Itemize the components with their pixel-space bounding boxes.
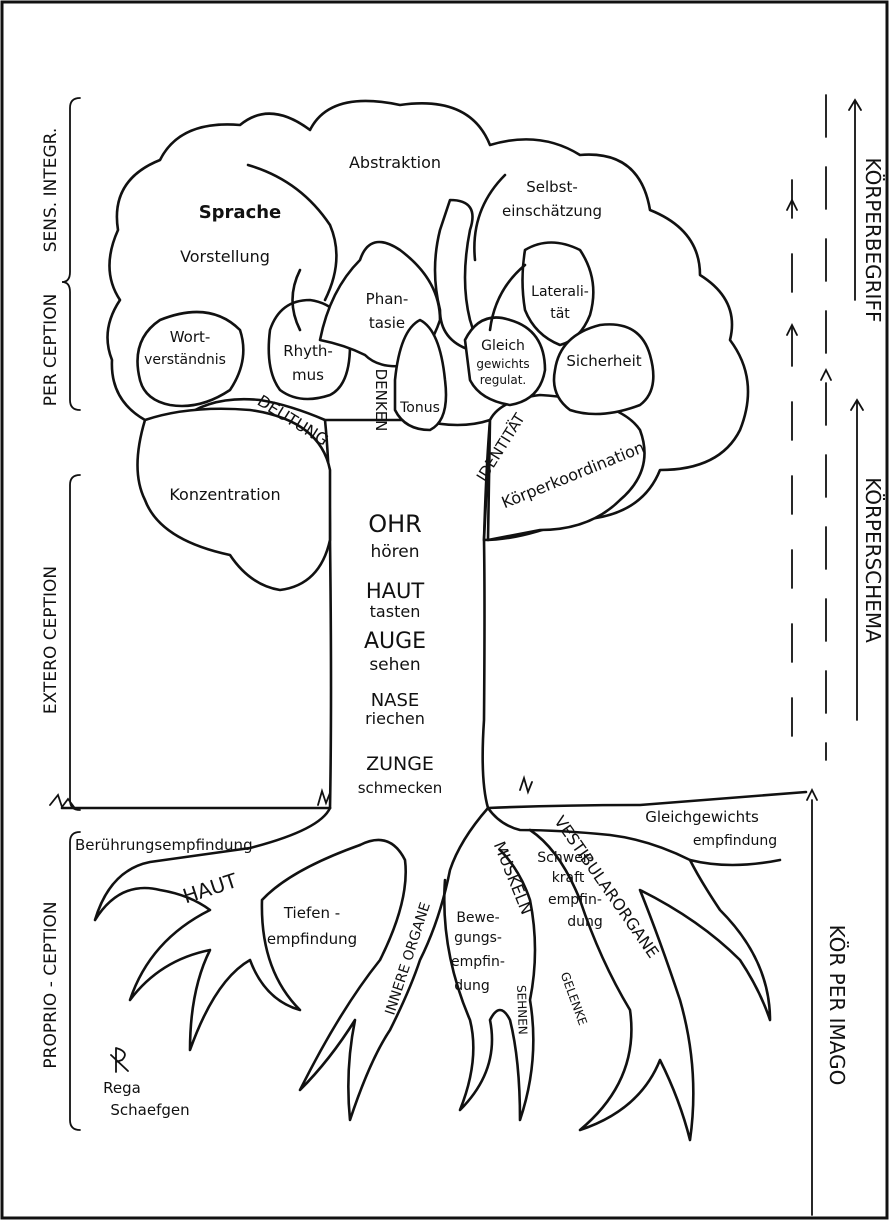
label-riechen: riechen [365,709,425,728]
label-tonus: Tonus [399,400,440,416]
label-denken: DENKEN [372,369,390,432]
label-sprache: Sprache [199,202,282,223]
label-phantasie-1: Phan- [366,290,409,308]
label-koerperschema: KÖRPERSCHEMA [861,477,885,643]
label-rhythmus-2: mus [292,366,324,384]
label-proprioception: PROPRIO - CEPTION [41,901,61,1068]
label-rhythmus-1: Rhyth- [283,342,333,360]
label-schwer-4: dung [567,914,603,930]
label-gleich-3: regulat. [480,373,526,387]
label-sehnen: SEHNEN [514,985,530,1035]
label-auge: AUGE [364,629,426,654]
label-nase: NASE [371,690,420,711]
signature-monogram [110,1047,129,1073]
label-gleich-2: gewichts [476,357,529,371]
label-schwer-3: empfin- [548,892,602,908]
right-arrows [786,94,864,1216]
label-bewegung-3: empfin- [451,954,505,970]
tree-roots [93,806,782,1142]
label-selbst-2: einschätzung [502,202,602,220]
label-bewegung-4: dung [454,978,490,994]
left-brackets [61,97,81,1131]
label-gleich-1: Gleich [481,338,525,354]
label-sicherheit: Sicherheit [566,352,641,370]
label-sehen: sehen [369,655,420,675]
label-gleichgew-1: Gleichgewichts [645,808,759,826]
label-phantasie-2: tasie [369,314,405,332]
label-bewegung-2: gungs- [454,930,502,946]
label-zunge: ZUNGE [366,753,434,775]
label-lateralitaet-1: Laterali- [531,284,589,300]
signature-line1: Rega [103,1079,141,1097]
label-exteroception: EXTERO CEPTION [41,566,61,714]
label-bewegung-1: Bewe- [456,910,499,926]
crown-lobes [136,163,655,592]
label-wort-1: Wort- [170,328,211,346]
label-beruehrung: Berührungsempfindung [75,836,253,854]
ground-line [60,790,808,810]
label-selbst-1: Selbst- [526,178,578,196]
label-abstraktion: Abstraktion [349,153,441,172]
label-tiefen-2: empfindung [267,930,357,948]
label-perception: PER CEPTION [41,294,61,407]
signature-line2: Schaefgen [110,1101,189,1119]
label-schwer-1: Schwer- [537,850,592,866]
label-koerperimago: KÖR PER IMAGO [825,925,849,1086]
label-gelenke: GELENKE [558,970,590,1027]
label-muskeln: MUSKELN [490,839,537,918]
label-wort-2: verständnis [144,352,226,368]
label-tiefen-1: Tiefen - [283,904,340,922]
label-tasten: tasten [370,602,421,621]
label-root-haut: HAUT [180,868,241,908]
label-gleichgew-2: empfindung [693,833,777,849]
label-schwer-2: kraft [552,870,585,886]
label-vorstellung: Vorstellung [180,247,270,266]
label-konzentration: Konzentration [169,485,280,504]
label-hoeren: hören [370,542,419,562]
label-lateralitaet-2: tät [550,306,570,322]
label-koerperbegriff: KÖRPERBEGRIFF [861,158,885,323]
label-haut: HAUT [366,579,425,603]
label-sens-integr: SENS. INTEGR. [41,128,61,253]
label-ohr: OHR [368,510,422,538]
label-innere-organe: INNERE ORGANE [382,900,434,1017]
label-schmecken: schmecken [358,779,443,797]
